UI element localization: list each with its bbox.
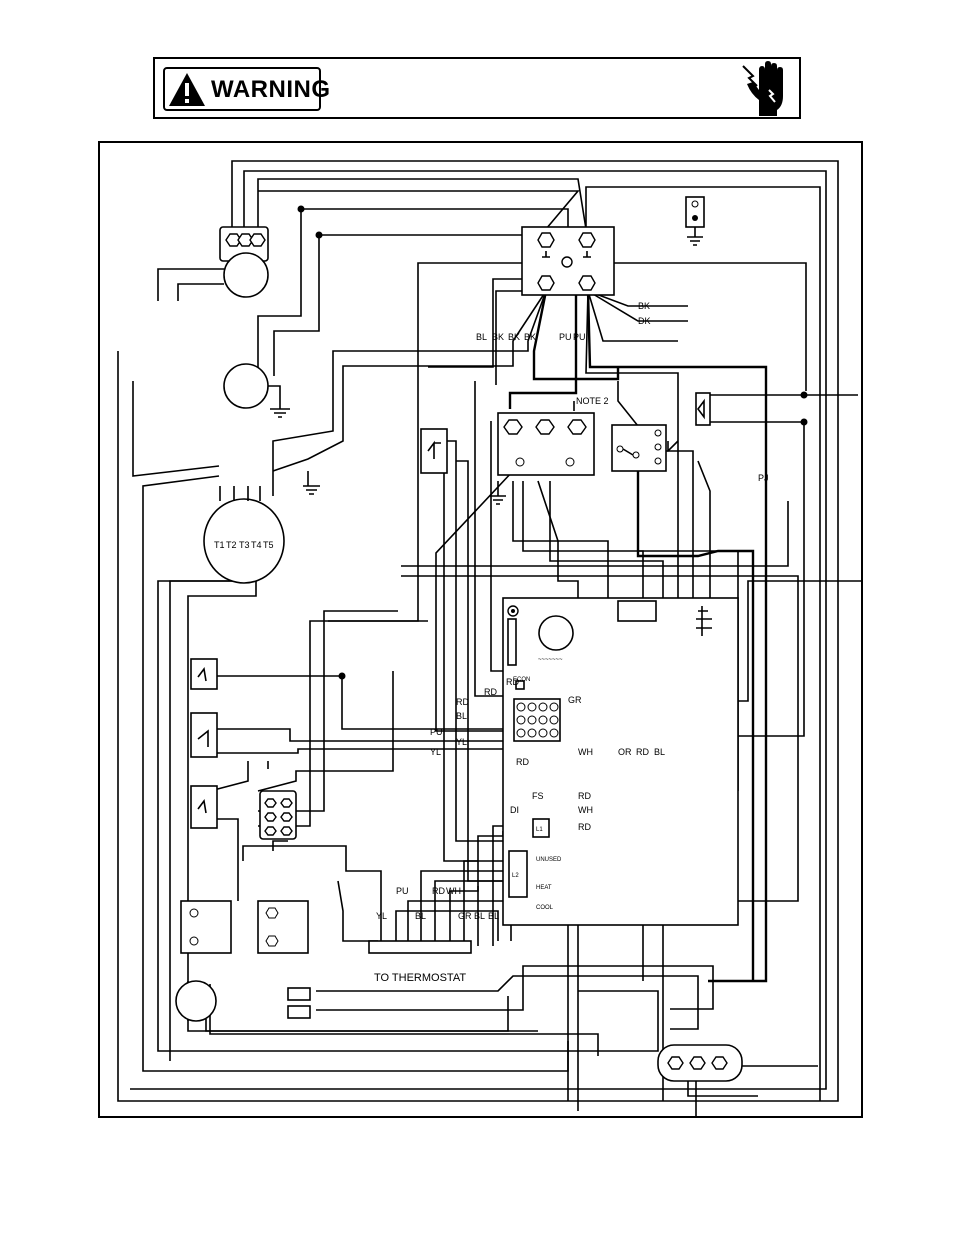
wire-label: YL: [456, 737, 467, 747]
warning-badge: WARNING: [163, 67, 330, 111]
wire-label: RD: [432, 886, 445, 896]
wire-label: BK: [524, 332, 536, 342]
control-board: ~~~~~~~ ECON RD RD RD BL PU YL YL RD GR …: [430, 597, 739, 926]
wire-label: RD: [456, 697, 469, 707]
wire-label: RD: [484, 687, 497, 697]
motor-terminal-label: T1: [214, 540, 225, 550]
wire-label: PU: [396, 886, 409, 896]
ground-icon: [687, 227, 703, 246]
wire-label: BK: [638, 301, 650, 311]
motor-terminal-labels: T1 T2 T3 T4 T5: [214, 540, 274, 550]
wire-label: WH: [578, 805, 593, 815]
wire-harness: [117, 160, 878, 1121]
aux-limit-switch: [190, 785, 218, 829]
warning-triangle-icon: [169, 73, 205, 106]
wire-label: BL: [476, 332, 487, 342]
wiring-diagram-frame: T1 T2 T3 T4 T5 BL BK BK BK PU PU BK DK: [98, 141, 878, 1121]
wiring-diagram: T1 T2 T3 T4 T5 BL BK BK BK PU PU BK DK: [98, 141, 878, 1121]
capacitor-block: [180, 900, 309, 954]
board-code-label: L2: [512, 873, 519, 879]
flame-sensor: [175, 980, 538, 1032]
note-label: NOTE 2: [576, 396, 609, 406]
wire-label: PU: [573, 332, 586, 342]
wire-label: OR: [618, 747, 632, 757]
wire-label: BK: [508, 332, 520, 342]
wire-label: DK: [638, 316, 651, 326]
board-terminal-label: UNUSED: [536, 857, 562, 863]
board-terminal-label: COOL: [536, 905, 554, 911]
warning-banner: WARNING: [153, 57, 801, 119]
blower-motor: T1 T2 T3 T4 T5: [203, 471, 320, 584]
warning-label: WARNING: [211, 76, 331, 103]
wire-label: YL: [376, 911, 387, 921]
wire-label: GR: [568, 695, 582, 705]
wire-label: WH: [446, 886, 461, 896]
wire-label: RD: [506, 677, 519, 687]
thermostat-terminal-strip: YL PU BL RD WH GR BL BL TO THERMOSTAT: [368, 886, 499, 984]
svg-text:~~~~~~~: ~~~~~~~: [538, 657, 563, 663]
wire-label: GR: [458, 911, 472, 921]
board-terminal-label: DI: [510, 805, 519, 815]
motor-terminal-label: T5: [263, 540, 274, 550]
electrical-shock-hand-icon: [742, 61, 783, 116]
wire-label: PJ: [758, 473, 769, 483]
circulator-motor: [223, 363, 290, 418]
wire-label: RD: [516, 757, 529, 767]
ground-terminal: [685, 196, 705, 246]
door-switch: [695, 392, 711, 426]
board-code-label: ECON: [513, 677, 530, 683]
six-pin-plug: [259, 790, 297, 840]
motor-terminal-label: T3: [239, 540, 250, 550]
limit-relay: [611, 424, 667, 472]
relay-top-wire-labels: BL BK BK BK PU PU: [476, 332, 586, 342]
wire-label: RD: [578, 822, 591, 832]
wire-label: BL: [456, 711, 467, 721]
thermostat-label: TO THERMOSTAT: [374, 972, 466, 984]
wire-label: BL: [488, 911, 499, 921]
gas-valve: NOTE 2: [490, 396, 609, 505]
limit-switch: [190, 712, 218, 758]
power-plug: [657, 1044, 743, 1082]
thermostat-wire-labels: YL PU BL RD WH GR BL BL: [376, 886, 499, 921]
wire-label: BL: [474, 911, 485, 921]
board-terminal-label: FS: [532, 791, 544, 801]
motor-terminal-label: T4: [251, 540, 262, 550]
transformer-relay-block: BL BK BK BK PU PU BK DK: [476, 226, 651, 342]
wire-label: YL: [430, 747, 441, 757]
board-terminal-label: HEAT: [536, 885, 552, 891]
wire-label: PU: [559, 332, 572, 342]
wire-label: RD: [578, 791, 591, 801]
wire-label: WH: [578, 747, 593, 757]
wire-label: RD: [636, 747, 649, 757]
rollout-switch: [420, 428, 448, 474]
pressure-switch: [190, 658, 218, 690]
board-code-label: L1: [536, 827, 543, 833]
wire-label: BK: [492, 332, 504, 342]
wire-label: BL: [654, 747, 665, 757]
wire-label: BL: [415, 911, 426, 921]
inducer-motor: [157, 226, 269, 301]
wire-label: PU: [430, 727, 443, 737]
motor-terminal-label: T2: [226, 540, 237, 550]
igniter-connectors: [287, 987, 311, 1019]
